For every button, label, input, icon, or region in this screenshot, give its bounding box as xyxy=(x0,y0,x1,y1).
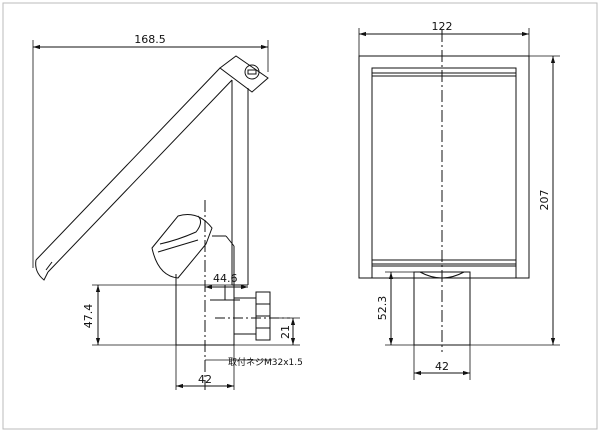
faucet-body xyxy=(210,80,249,301)
dim-spout-offset: 44.6 xyxy=(213,272,238,285)
dim-base-width-side: 42 xyxy=(198,373,212,386)
front-view xyxy=(358,28,560,380)
inlet-connector xyxy=(233,291,271,341)
side-view xyxy=(32,40,300,390)
drawing-frame xyxy=(2,2,598,430)
dim-front-base-width: 42 xyxy=(435,360,449,373)
dim-front-base-height: 52.3 xyxy=(376,296,389,321)
spout-arm xyxy=(35,67,233,281)
thread-note: 取付ネジM32x1.5 xyxy=(228,357,303,368)
cartridge-body xyxy=(151,214,213,279)
front-body xyxy=(358,55,530,279)
handle-head xyxy=(219,55,269,93)
dim-total-length: 168.5 xyxy=(134,33,166,46)
knob-icon xyxy=(244,64,260,80)
dim-front-width: 122 xyxy=(432,20,453,33)
dim-base-height: 47.4 xyxy=(82,304,95,329)
dim-inlet-height: 21 xyxy=(279,325,292,339)
dim-front-height: 207 xyxy=(538,190,551,211)
